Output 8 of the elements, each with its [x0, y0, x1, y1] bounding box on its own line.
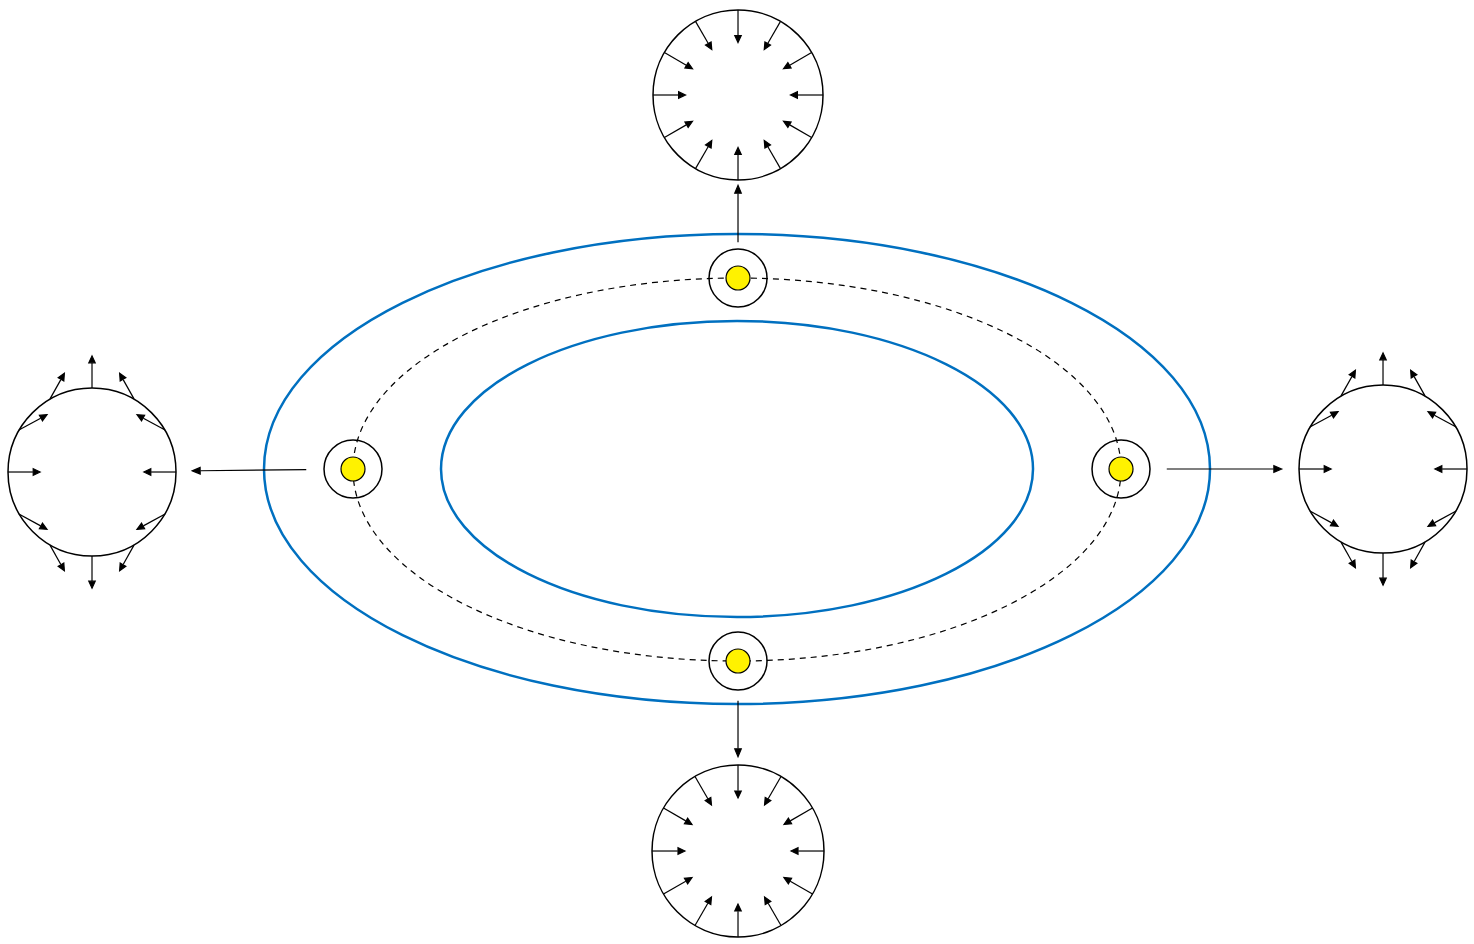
planet-circle — [1298, 384, 1468, 554]
moon-drawing — [708, 248, 768, 308]
planet-circle — [7, 387, 177, 557]
planet-circle — [652, 9, 824, 181]
planet-circle — [651, 764, 825, 938]
moon-drawing — [323, 439, 383, 499]
moon-drawing — [708, 631, 768, 691]
moon-drawing — [1091, 439, 1151, 499]
